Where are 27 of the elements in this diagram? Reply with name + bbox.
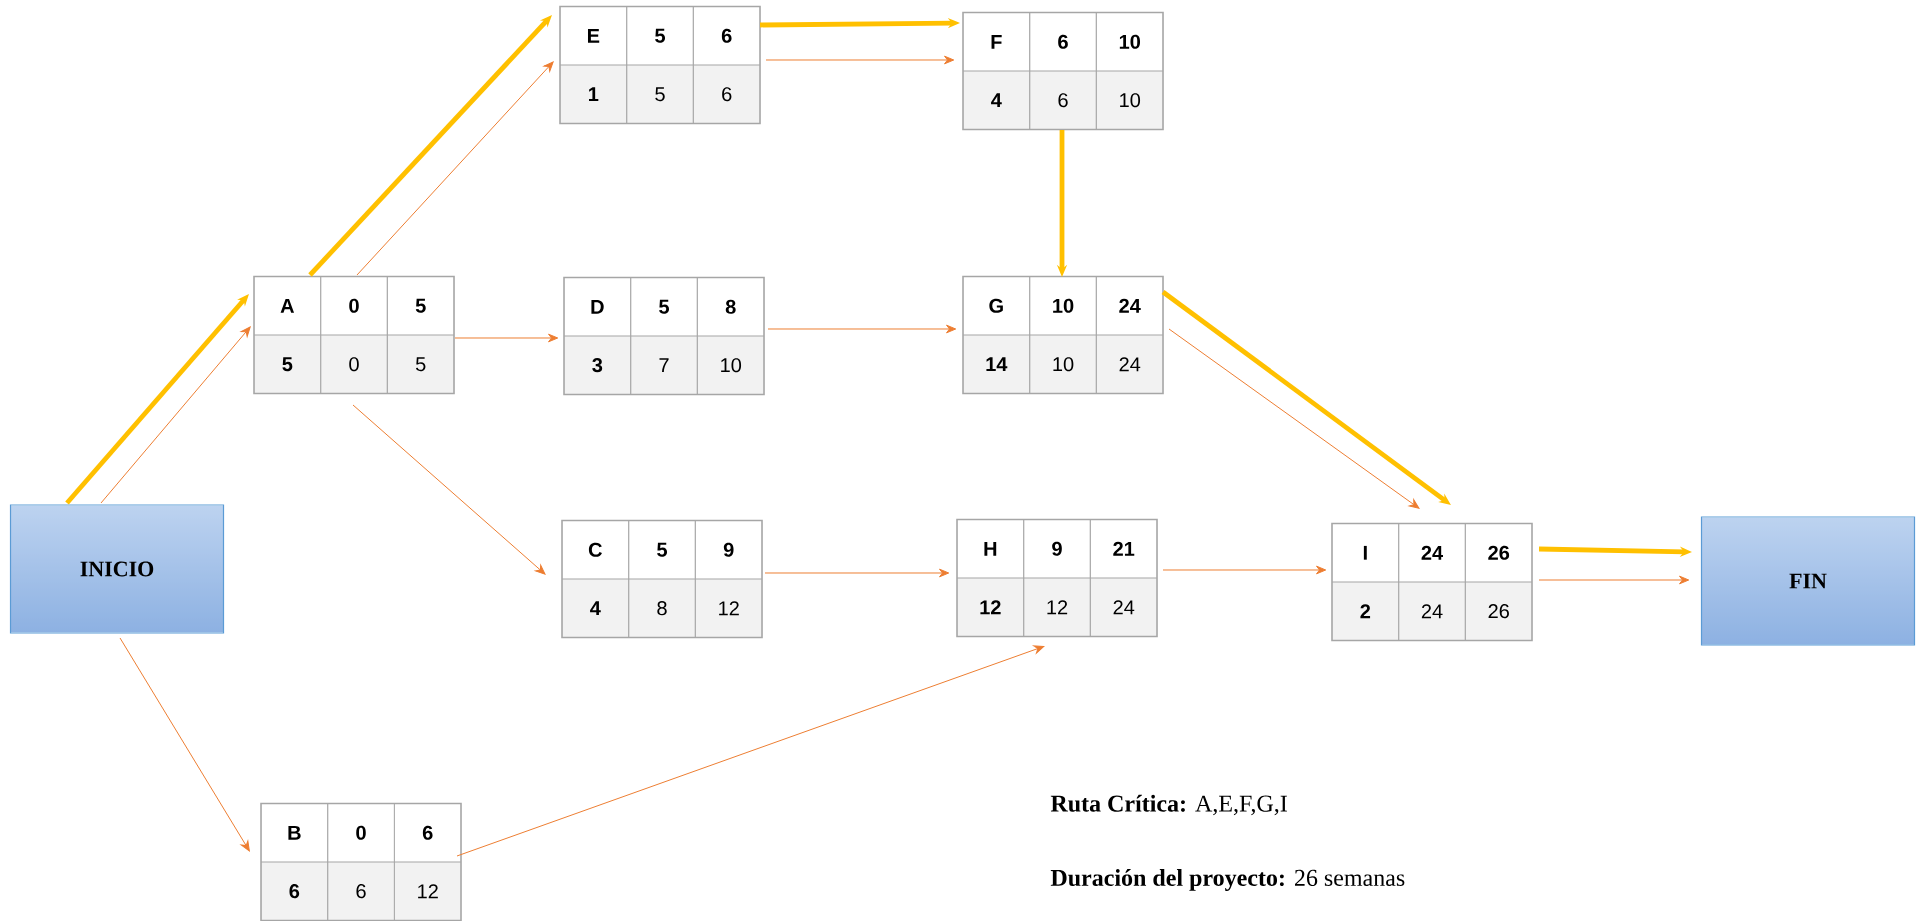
arrow <box>456 645 1045 857</box>
activity-table: G 10 24 14 10 24 <box>962 275 1164 395</box>
arrow <box>765 55 955 65</box>
arrow <box>356 61 554 276</box>
activity-table: I 24 26 2 24 26 <box>1331 522 1533 642</box>
event-box: INICIO <box>9 504 225 634</box>
arrow <box>764 568 950 578</box>
arrow <box>119 637 250 852</box>
arrow <box>100 326 251 504</box>
activity-table: A 0 5 5 0 5 <box>253 275 455 395</box>
note-text: Duración del proyecto: 26 semanas <box>1050 869 1405 891</box>
arrow <box>1162 565 1327 575</box>
arrow <box>308 15 552 277</box>
arrow <box>65 294 249 505</box>
activity-table: B 0 6 6 6 12 <box>260 802 462 921</box>
activity-table: H 9 21 12 12 24 <box>956 518 1158 638</box>
arrow <box>454 333 559 343</box>
activity-table: D 5 8 3 7 10 <box>563 276 765 396</box>
event-box: FIN <box>1700 516 1916 646</box>
activity-table: E 5 6 1 5 6 <box>559 5 761 125</box>
activity-table: F 6 10 4 6 10 <box>962 11 1164 131</box>
arrow <box>352 404 546 575</box>
activity-table: C 5 9 4 8 12 <box>561 519 763 639</box>
arrow <box>1538 575 1690 585</box>
arrow <box>1168 328 1420 509</box>
arrow <box>767 324 957 334</box>
note-text: Ruta Crítica: A,E,F,G,I <box>1050 794 1287 816</box>
